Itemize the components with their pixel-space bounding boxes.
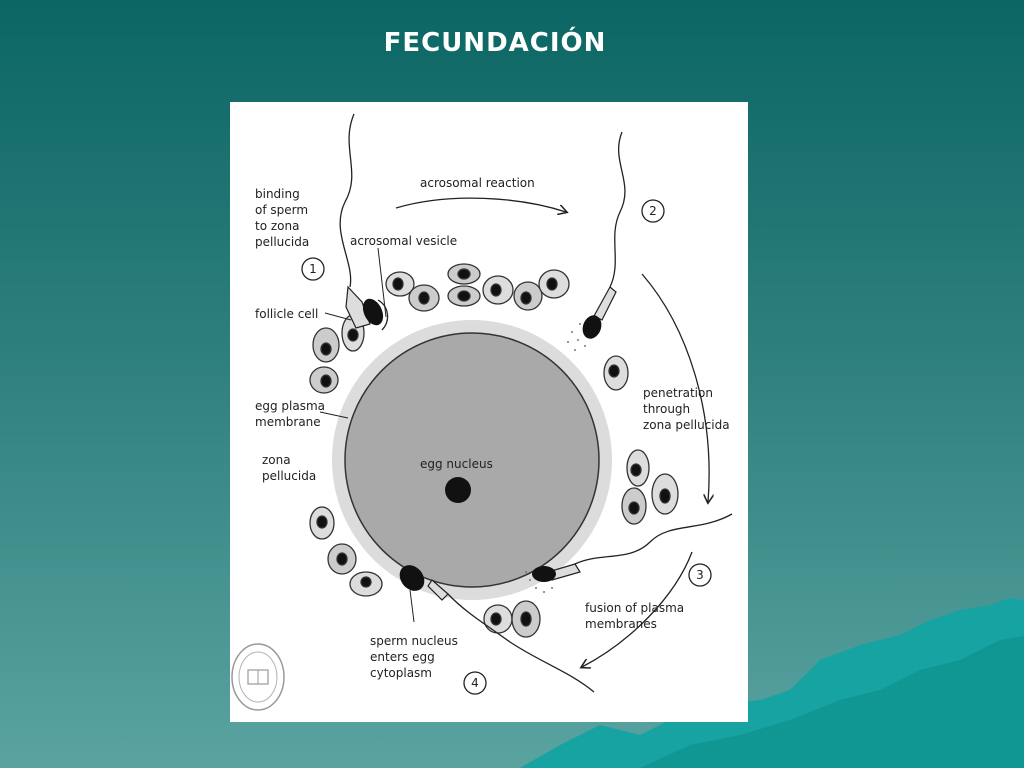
label-penetration-3: zona pellucida — [643, 418, 730, 432]
diagram-labels: binding of sperm to zona pellucida acros… — [255, 176, 730, 680]
label-binding-4: pellucida — [255, 235, 309, 249]
label-binding-1: binding — [255, 187, 300, 201]
fertilization-diagram: 1 2 3 4 binding of sperm to zona pelluci… — [230, 102, 748, 722]
step-markers: 1 2 3 4 — [301, 199, 712, 695]
label-follicle-cell: follicle cell — [255, 307, 318, 321]
step-1-number: 1 — [309, 262, 317, 276]
sperm-step-2 — [567, 131, 626, 351]
label-binding-2: of sperm — [255, 203, 308, 217]
sperm-step-1 — [339, 113, 389, 331]
leader-lines — [319, 247, 415, 623]
follicle-cells — [309, 263, 679, 638]
sperm-step-4 — [399, 565, 595, 693]
step-3-number: 3 — [696, 568, 704, 582]
arrow-penetration — [641, 273, 709, 502]
arrow-acrosomal-reaction — [395, 197, 566, 212]
step-2-number: 2 — [649, 204, 657, 218]
label-fusion-1: fusion of plasma — [585, 601, 684, 615]
label-penetration-2: through — [643, 402, 690, 416]
arrow-fusion — [582, 551, 693, 667]
label-penetration-1: penetration — [643, 386, 713, 400]
label-egg-plasma-2: membrane — [255, 415, 321, 429]
sperm-step-3 — [525, 513, 733, 593]
label-sperm-nucleus-2: enters egg — [370, 650, 435, 664]
label-acrosomal-vesicle: acrosomal vesicle — [350, 234, 457, 248]
label-binding-3: to zona — [255, 219, 299, 233]
label-sperm-nucleus-1: sperm nucleus — [370, 634, 458, 648]
library-seal — [231, 643, 285, 711]
egg-nucleus — [445, 477, 471, 503]
egg-cell — [344, 332, 600, 588]
label-zona-2: pellucida — [262, 469, 316, 483]
label-acrosomal-reaction: acrosomal reaction — [420, 176, 535, 190]
label-egg-plasma-1: egg plasma — [255, 399, 325, 413]
label-zona-1: zona — [262, 453, 291, 467]
label-fusion-2: membranes — [585, 617, 657, 631]
step-4-number: 4 — [471, 676, 479, 690]
label-sperm-nucleus-3: cytoplasm — [370, 666, 432, 680]
slide-title: FECUNDACIÓN — [383, 28, 607, 58]
label-egg-nucleus: egg nucleus — [420, 457, 493, 471]
